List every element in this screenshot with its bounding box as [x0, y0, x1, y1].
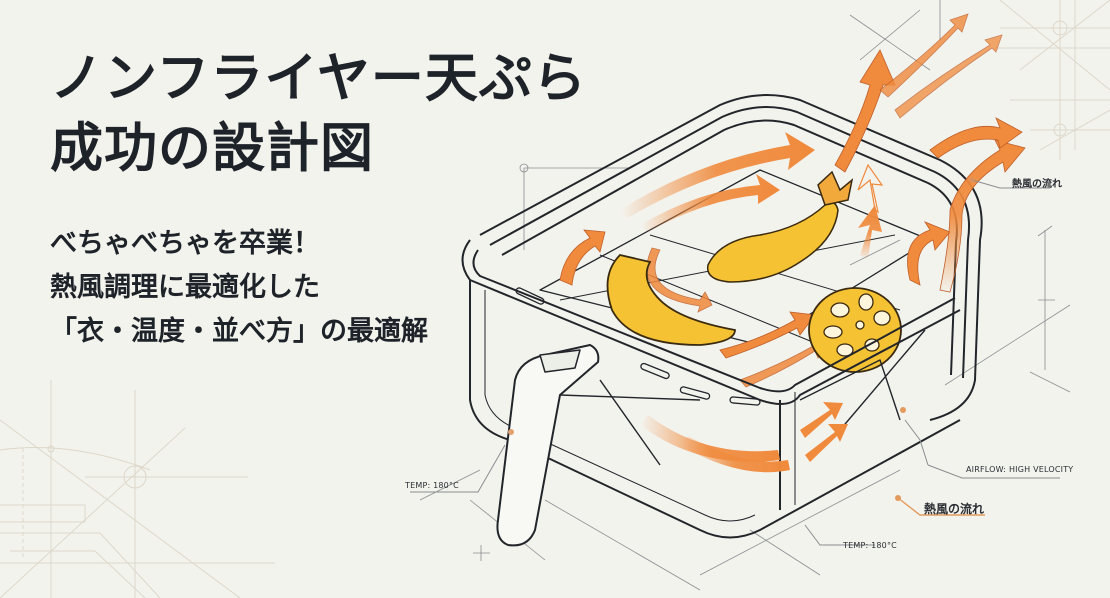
- annotation-temp-left: TEMP: 180°C: [405, 481, 459, 490]
- dimension-lines: [419, 0, 1071, 591]
- airflow-arrow-group: [559, 13, 1026, 388]
- annotation-airflow-velocity: AIRFLOW: HIGH VELOCITY: [966, 465, 1074, 474]
- shrimp-tempura-icon: [706, 170, 854, 283]
- subtitle: べちゃべちゃを卒業！ 熱風調理に最適化した 「衣・温度・並べ方」の最適解: [50, 222, 428, 354]
- airflow-arrow-lower: [640, 402, 848, 473]
- subtitle-line-1: べちゃべちゃを卒業！: [50, 228, 320, 259]
- annotation-hot-air-flow-top: 熱風の流れ: [1012, 179, 1062, 190]
- subtitle-line-2: 熱風調理に最適化した: [50, 272, 320, 303]
- page-title: ノンフライヤー天ぷら 成功の設計図: [50, 44, 587, 184]
- basket-handle: [496, 344, 600, 547]
- subtitle-line-3: 「衣・温度・並べ方」の最適解: [50, 316, 428, 347]
- title-line-2: 成功の設計図: [50, 118, 374, 179]
- title-line-1: ノンフライヤー天ぷら: [50, 48, 587, 109]
- lotus-root-slice-icon: [808, 287, 902, 373]
- annotation-temp-bottom: TEMP: 180°C: [843, 541, 897, 550]
- kabocha-slice-icon: [606, 254, 736, 346]
- annotation-hot-air-flow-bottom: 熱風の流れ: [924, 502, 985, 516]
